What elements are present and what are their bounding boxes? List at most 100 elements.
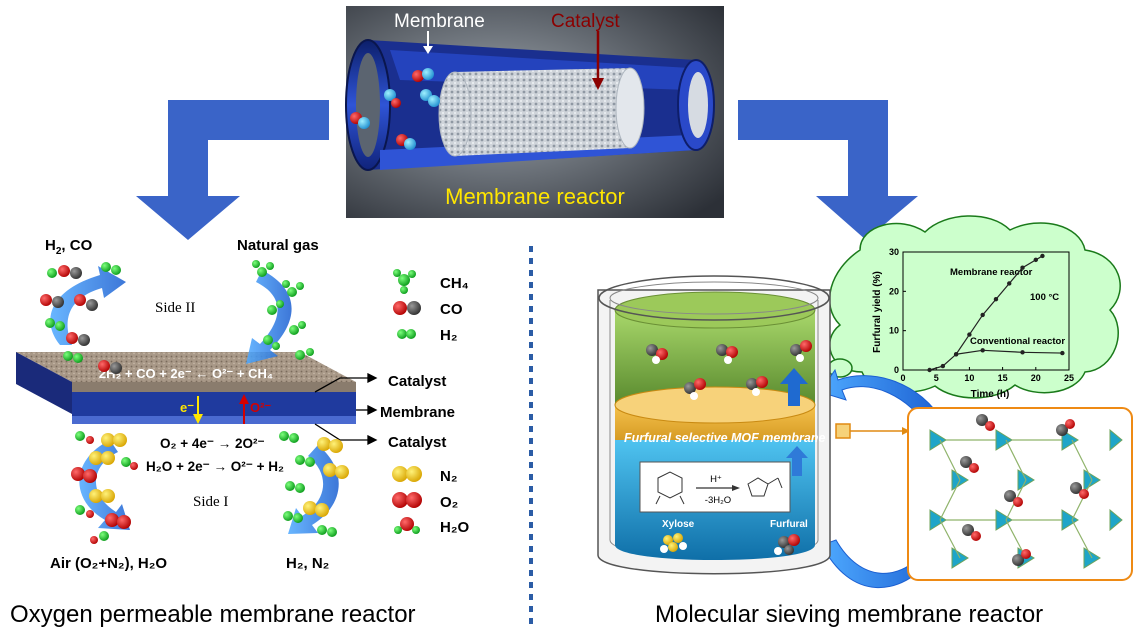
membrane-pointer-head xyxy=(423,46,433,54)
xylose-label: Xylose xyxy=(662,519,695,530)
zoom-marker xyxy=(835,423,851,439)
x-tick-label: 0 xyxy=(900,373,905,383)
legend-co-icon xyxy=(393,301,421,315)
molecules-side-one xyxy=(71,431,349,544)
h2-co-label: H2, CO xyxy=(45,237,93,257)
y-tick-label: 30 xyxy=(889,247,899,257)
legend-ch4: CH₄ xyxy=(440,275,469,292)
xylose-molecule xyxy=(660,533,687,553)
legend-h2-icon xyxy=(397,329,416,339)
membrane-side-label: Membrane xyxy=(380,404,455,421)
air-label: Air (O₂+N₂), H₂O xyxy=(50,555,167,572)
flow-arrow-in-top xyxy=(246,270,292,364)
membrane-layer xyxy=(72,392,356,416)
data-point-membrane xyxy=(993,297,999,302)
series-label-membrane: Membrane reactor xyxy=(950,267,1033,278)
y-tick-label: 10 xyxy=(889,326,899,336)
y-tick-label: 0 xyxy=(894,365,899,375)
y-tick-label: 20 xyxy=(889,286,899,296)
xylose-structure-icon xyxy=(655,471,685,505)
reaction-arrow-head xyxy=(732,485,740,491)
x-tick-label: 15 xyxy=(998,373,1008,383)
series-line-conventional xyxy=(956,349,1063,355)
legend-h2o: H₂O xyxy=(440,519,469,536)
h2-n2-label: H₂, N₂ xyxy=(286,555,329,572)
sieving-reactor-diagram: Membrane reactor 100 °C Conventional rea… xyxy=(597,215,1133,628)
x-tick-label: 10 xyxy=(964,373,974,383)
data-point-membrane xyxy=(967,332,972,337)
membrane-slab xyxy=(16,352,356,424)
flow-arrow-out-top xyxy=(50,266,126,345)
oxygen-membrane-diagram: H2, CO Natural gas Side II 2H₂ + CO + 2e… xyxy=(10,237,469,628)
data-point-membrane xyxy=(1033,257,1039,263)
data-point-membrane xyxy=(940,363,946,369)
chart-frame xyxy=(902,251,1070,371)
catalyst-bottom-label: Catalyst xyxy=(388,434,446,451)
legend-h2: H₂ xyxy=(440,327,458,344)
legend-n2: N₂ xyxy=(440,468,458,485)
chart-xlabel: Time (h) xyxy=(971,389,1010,400)
product-molecules xyxy=(646,340,812,400)
equation-top: 2H₂ + CO + 2e⁻ ← O²⁻ + CH₄ xyxy=(99,366,273,381)
reactor-title: Membrane reactor xyxy=(445,184,625,209)
right-flow-arrow xyxy=(738,100,918,240)
equation-o2: O₂ + 4e⁻ → 2O²⁻ xyxy=(160,436,265,451)
electron-label: e⁻ xyxy=(180,400,194,415)
data-point-membrane xyxy=(980,312,985,318)
series-line-membrane xyxy=(929,255,1043,371)
data-point-membrane xyxy=(1020,265,1025,270)
mof-crystal-structure xyxy=(907,407,1133,581)
left-caption: Oxygen permeable membrane reactor xyxy=(10,601,416,628)
data-point-membrane xyxy=(927,367,932,373)
data-point-conventional xyxy=(1060,350,1065,356)
series-label-conventional: Conventional reactor xyxy=(970,336,1065,347)
molecule-legend: CH₄ CO H₂ N₂ O₂ H₂O xyxy=(392,269,469,536)
reaction-byproduct: -3H₂O xyxy=(705,495,731,506)
catalyst-top-label: Catalyst xyxy=(388,373,446,390)
membrane-reactor-figure: Membrane Catalyst Membrane reactor xyxy=(345,6,724,218)
natural-gas-label: Natural gas xyxy=(237,237,319,254)
entry-arrow xyxy=(786,446,808,476)
furfural-label: Furfural xyxy=(770,519,808,530)
data-point-conventional xyxy=(980,348,985,353)
reaction-catalyst: H⁺ xyxy=(710,474,722,485)
side-one-label: Side I xyxy=(193,494,228,510)
electron-arrow xyxy=(193,396,203,424)
data-point-conventional xyxy=(953,352,959,357)
legend-o2: O₂ xyxy=(440,494,458,511)
data-point-membrane xyxy=(1007,281,1012,286)
chart-ylabel: Furfural yield (%) xyxy=(872,271,883,353)
layer-pointers xyxy=(314,372,378,446)
right-caption: Molecular sieving membrane reactor xyxy=(655,601,1043,628)
data-point-membrane xyxy=(1040,253,1045,259)
reactor-tube xyxy=(345,39,715,171)
legend-n2-icon xyxy=(392,466,422,482)
left-flow-arrow xyxy=(136,100,329,240)
legend-co: CO xyxy=(440,301,463,318)
permeation-arrow xyxy=(780,368,808,406)
oxide-arrow xyxy=(239,394,249,424)
catalyst-label: Catalyst xyxy=(551,11,620,32)
tube-molecules xyxy=(350,68,440,150)
legend-h2o-icon xyxy=(394,517,420,534)
equation-h2o: H₂O + 2e⁻ → O²⁻ + H₂ xyxy=(146,459,284,474)
thought-cloud xyxy=(813,215,1121,399)
reaction-box xyxy=(639,461,791,513)
membrane-label: Membrane xyxy=(394,11,485,32)
x-tick-label: 20 xyxy=(1031,373,1041,383)
furfural-molecule xyxy=(774,534,800,555)
catalyst-cylinder xyxy=(455,68,630,156)
catalyst-pointer-head xyxy=(592,78,604,90)
furfural-yield-chart: Membrane reactor 100 °C Conventional rea… xyxy=(872,247,1074,400)
x-tick-label: 5 xyxy=(934,373,939,383)
furfural-structure-icon xyxy=(747,477,783,497)
molecules-side-two xyxy=(40,260,314,374)
catalyst-layer-top xyxy=(16,352,356,382)
data-point-conventional xyxy=(1020,350,1025,355)
legend-o2-icon xyxy=(392,492,422,508)
mof-membrane-label: Furfural selective MOF membrane xyxy=(624,431,826,445)
legend-ch4-icon xyxy=(393,269,416,294)
chart-annotation: 100 °C xyxy=(1030,292,1059,303)
side-two-label: Side II xyxy=(155,300,195,316)
